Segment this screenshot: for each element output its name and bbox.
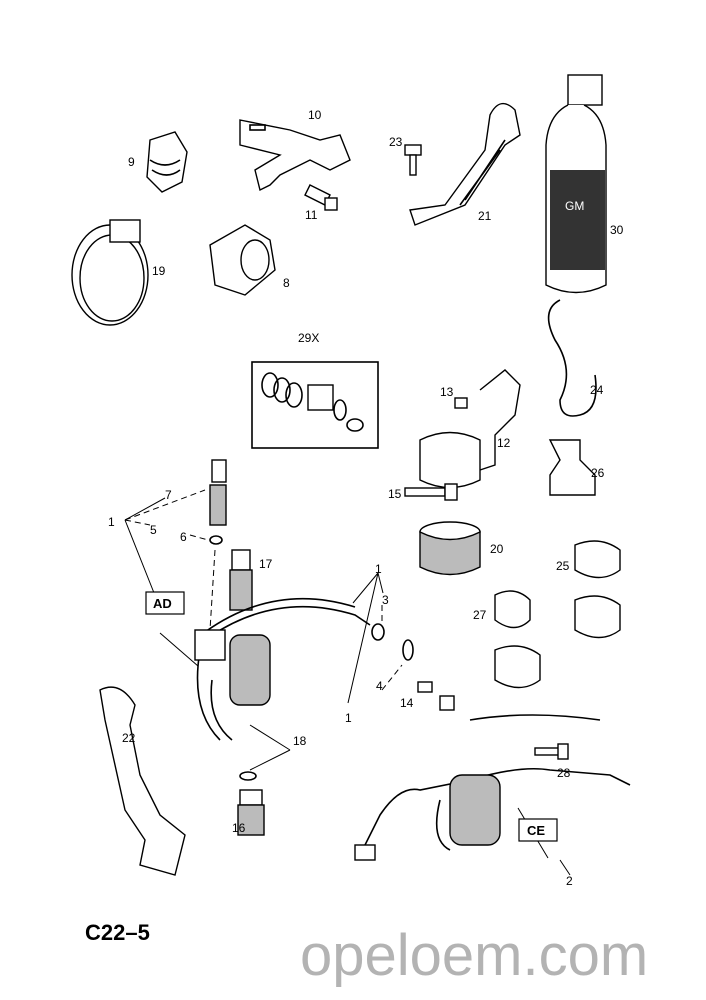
- part-13-bolt: [454, 397, 468, 409]
- callout-17: 17: [259, 557, 273, 571]
- callout-14: 14: [400, 696, 414, 710]
- callout-15: 15: [388, 487, 402, 501]
- callout-16: 16: [232, 821, 246, 835]
- assembly-ad-receiver-drier: [194, 597, 414, 741]
- part-23-bolt: [404, 144, 422, 176]
- part-26-clip: [548, 439, 596, 496]
- callout-8: 8: [283, 276, 290, 290]
- part-20-sleeve: [419, 521, 481, 576]
- callout-3: 3: [382, 593, 389, 607]
- part-11-bolt: [304, 184, 338, 211]
- part-7-valve: [209, 459, 227, 545]
- part-30-can: GM: [545, 74, 607, 294]
- callout-19: 19: [152, 264, 166, 278]
- callout-labels: 9 10 23 11 21 30 19 8 29X 24 13 12 26 7 …: [108, 108, 624, 888]
- part-24-s-clip: [547, 299, 597, 417]
- callout-25: 25: [556, 559, 570, 573]
- can-brand: GM: [565, 199, 584, 213]
- callout-11: 11: [305, 208, 318, 222]
- callout-2: 2: [566, 874, 573, 888]
- part-10-bracket: [239, 119, 351, 192]
- callout-22: 22: [122, 731, 136, 745]
- box-ad-label: AD: [153, 596, 172, 611]
- callout-27: 27: [473, 608, 487, 622]
- part-25-clip: [574, 540, 621, 639]
- part-14-bolt: [417, 681, 455, 711]
- callout-5: 5: [150, 523, 157, 537]
- callout-29x: 29X: [298, 331, 319, 345]
- part-17-pressure-switch: [229, 549, 253, 611]
- part-22-bracket: [99, 686, 186, 876]
- box-ce: CE: [518, 818, 558, 842]
- box-ad: AD: [145, 591, 185, 615]
- part-8-grommet: [209, 224, 276, 296]
- callout-21: 21: [478, 209, 492, 223]
- callout-20: 20: [490, 542, 504, 556]
- callout-26: 26: [591, 466, 605, 480]
- callout-1b: 1: [375, 562, 382, 576]
- callout-13: 13: [440, 385, 454, 399]
- callout-4: 4: [376, 679, 383, 693]
- callout-10: 10: [308, 108, 322, 122]
- callout-1a: 1: [108, 515, 115, 529]
- callout-30: 30: [610, 223, 624, 237]
- part-12-bracket: [419, 369, 521, 489]
- watermark: opeloem.com: [300, 923, 648, 988]
- callout-23: 23: [389, 135, 403, 149]
- part-21-bracket: [409, 102, 521, 226]
- callout-18: 18: [293, 734, 307, 748]
- part-9-clip: [146, 131, 188, 193]
- callout-24: 24: [590, 383, 604, 397]
- callout-6: 6: [180, 530, 187, 544]
- callout-28: 28: [557, 766, 571, 780]
- part-29x-seal-kit: [251, 361, 379, 449]
- part-27-clip: [494, 590, 541, 689]
- callout-9: 9: [128, 155, 135, 169]
- part-15-bolt: [404, 483, 458, 501]
- part-16-switch: [237, 771, 265, 836]
- box-ce-label: CE: [527, 823, 545, 838]
- assembly-ce-receiver-drier: [354, 714, 631, 861]
- callout-1c: 1: [345, 711, 352, 725]
- callout-12: 12: [497, 436, 511, 450]
- callout-7: 7: [165, 488, 172, 502]
- part-19-hose-clamp: [71, 219, 149, 326]
- page-code: C22–5: [85, 920, 150, 945]
- part-28-bolt: [534, 743, 569, 760]
